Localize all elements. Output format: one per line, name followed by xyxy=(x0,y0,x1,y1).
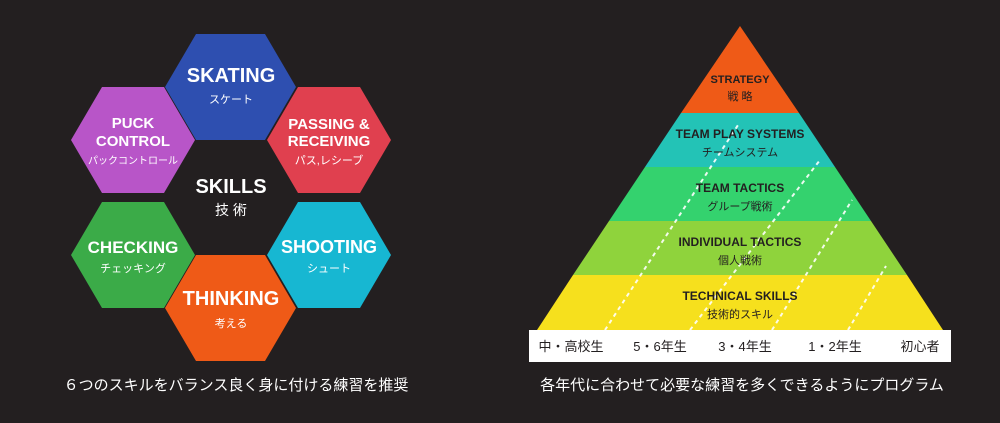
skills-center-sub: 技 術 xyxy=(215,202,247,218)
hex-passing-sub: パス,レシーブ xyxy=(295,153,363,167)
level-team-tactics-title: TEAM TACTICS xyxy=(696,181,784,195)
pyramid-level-technical-skills xyxy=(537,275,943,330)
skills-center-title: SKILLS xyxy=(195,176,266,198)
hex-shooting-sub: シュート xyxy=(307,263,351,275)
hex-shooting: SHOOTING シュート xyxy=(267,202,391,308)
hex-shooting-title: SHOOTING xyxy=(281,237,377,257)
pyramid-level-strategy xyxy=(681,26,799,113)
level-technical-sub: 技術的スキル xyxy=(707,307,773,321)
hex-passing-title-2: RECEIVING xyxy=(288,133,371,150)
level-individual-sub: 個人戦術 xyxy=(718,254,762,267)
pyramid-age-dividers xyxy=(604,121,887,331)
pyramid-diagram: STRATEGY 戦 略 TEAM PLAY SYSTEMS チームシステム T… xyxy=(529,26,951,394)
level-technical-title: TECHNICAL SKILLS xyxy=(682,289,797,303)
age-bar xyxy=(529,330,951,362)
level-strategy-sub: 戦 略 xyxy=(727,89,752,103)
hex-skating-sub: スケート xyxy=(209,93,253,106)
level-team-play-title: TEAM PLAY SYSTEMS xyxy=(676,127,805,141)
hex-skating-title: SKATING xyxy=(187,65,276,87)
hex-thinking-sub: 考える xyxy=(215,317,248,330)
hex-checking-title: CHECKING xyxy=(88,238,179,257)
age-label-grade-1-2: 1・2年生 xyxy=(808,339,861,354)
hex-puck-control: PUCK CONTROL パックコントロール xyxy=(71,87,195,193)
hex-puck-title-1: PUCK xyxy=(112,115,155,132)
hex-checking: CHECKING チェッキング xyxy=(71,202,195,308)
level-team-tactics-sub: グループ戦術 xyxy=(707,199,772,213)
level-strategy-title: STRATEGY xyxy=(710,74,770,86)
age-label-high-school: 中・高校生 xyxy=(538,339,603,354)
hex-skating: SKATING スケート xyxy=(165,34,296,140)
age-label-beginner: 初心者 xyxy=(900,339,939,354)
hex-passing-receiving: PASSING & RECEIVING パス,レシーブ xyxy=(267,87,391,193)
skills-caption: ６つのスキルをバランス良く身に付ける練習を推奨 xyxy=(64,377,409,394)
pyramid-caption: 各年代に合わせて必要な練習を多くできるようにプログラム xyxy=(540,377,944,394)
pyramid-level-team-play-systems xyxy=(645,113,835,167)
hex-puck-sub: パックコントロール xyxy=(88,155,178,167)
hex-passing-title-1: PASSING & xyxy=(288,116,370,133)
pyramid-level-individual-tactics xyxy=(573,221,907,275)
hex-puck-title-2: CONTROL xyxy=(96,133,170,150)
level-individual-title: INDIVIDUAL TACTICS xyxy=(679,235,802,249)
age-label-grade-5-6: 5・6年生 xyxy=(633,339,686,354)
hex-thinking: THINKING 考える xyxy=(165,255,296,361)
hex-checking-sub: チェッキング xyxy=(100,261,166,275)
level-team-play-sub: チームシステム xyxy=(702,146,778,159)
skills-diagram: SKATING スケート PASSING & RECEIVING パス,レシーブ… xyxy=(64,34,409,394)
pyramid-level-team-tactics xyxy=(609,167,871,221)
hex-thinking-title: THINKING xyxy=(183,288,280,310)
age-label-grade-3-4: 3・4年生 xyxy=(718,339,771,354)
